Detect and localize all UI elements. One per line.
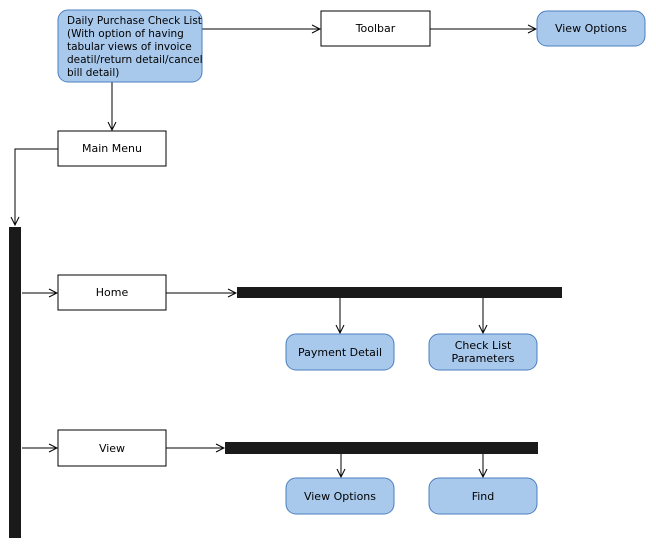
arrow-main-menu-to-bar	[15, 148, 58, 225]
node-daily-purchase-check-list: Daily Purchase Check List (With option o…	[57, 9, 203, 83]
checklist-line-5: bill detail)	[67, 67, 119, 79]
node-toolbar: Toolbar	[320, 10, 431, 47]
node-view-options-bottom: View Options	[285, 477, 395, 515]
main-menu-label: Main Menu	[82, 142, 142, 155]
payment-detail-label: Payment Detail	[298, 346, 382, 359]
check-list-parameters-line-2: Parameters	[452, 352, 515, 365]
view-label: View	[99, 442, 125, 455]
node-find: Find	[428, 477, 538, 515]
view-options-bottom-label: View Options	[304, 490, 376, 503]
checklist-line-2: (With option of having	[67, 28, 184, 40]
node-view-options-top: View Options	[536, 10, 646, 47]
connectors	[15, 29, 536, 477]
node-home: Home	[57, 274, 167, 311]
node-view: View	[57, 429, 167, 467]
toolbar-label: Toolbar	[355, 22, 396, 35]
node-main-menu: Main Menu	[57, 130, 167, 167]
node-check-list-parameters: Check List Parameters	[428, 333, 538, 371]
checklist-line-1: Daily Purchase Check List	[67, 15, 202, 27]
checklist-line-3: tabular views of invoice	[67, 41, 192, 53]
checklist-line-4: deatil/return detail/cancel	[67, 54, 203, 66]
find-label: Find	[472, 490, 495, 503]
home-fork-bar	[237, 287, 562, 298]
vertical-fork-bar	[9, 227, 21, 538]
view-options-top-label: View Options	[555, 22, 627, 35]
node-payment-detail: Payment Detail	[285, 333, 395, 371]
home-label: Home	[96, 286, 129, 299]
check-list-parameters-line-1: Check List	[455, 339, 512, 352]
view-fork-bar	[225, 442, 538, 454]
